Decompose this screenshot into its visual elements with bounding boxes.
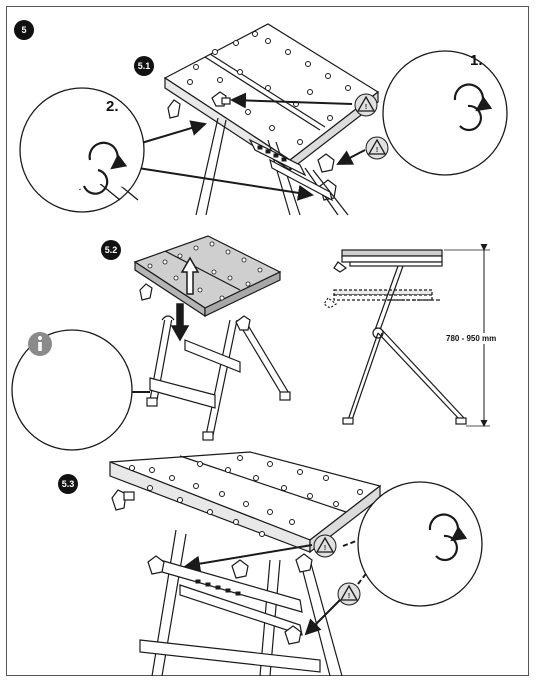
rotate-arrow-icon (428, 513, 468, 542)
clamp-knob-left (167, 99, 181, 119)
section-5-1-illustration (163, 23, 380, 216)
svg-text:!: ! (324, 545, 326, 552)
height-dimension-label: 780 - 950 mm (444, 333, 499, 344)
rotate-arrow-icon (453, 83, 493, 112)
warning-triangle-icon: ! (365, 136, 389, 160)
warning-triangle-icon: ! (337, 582, 361, 606)
step-badge-5: 5 (14, 20, 34, 40)
page-frame (6, 6, 529, 676)
height-adjust-arrows (170, 256, 200, 342)
svg-text:!: ! (365, 104, 367, 111)
svg-text:!: ! (376, 147, 378, 154)
side-view-height (323, 244, 490, 427)
section-5-3-illustration (109, 451, 382, 677)
clamp-knob-left (111, 489, 127, 511)
rotate-arrow-icon (88, 141, 128, 170)
step-badge-5-2: 5.2 (101, 240, 121, 260)
section-5-2-workbench (133, 235, 291, 441)
callout-detail-3 (357, 481, 486, 607)
warning-triangle-icon: ! (354, 93, 378, 117)
callout-number-1: 1. (470, 52, 483, 69)
workbench-top (133, 235, 282, 309)
callout-number-2: 2. (106, 98, 119, 115)
callout-detail-2 (19, 87, 145, 213)
info-icon (28, 332, 52, 356)
callout-detail-1 (382, 50, 508, 180)
callout-detail-info (11, 329, 150, 451)
section-5-1-arrows (137, 92, 366, 201)
step-badge-5-3: 5.3 (58, 474, 78, 494)
warning-triangle-icon: ! (313, 534, 337, 558)
step-badge-5-1: 5.1 (134, 56, 154, 76)
svg-text:!: ! (348, 593, 350, 600)
workbench-top (163, 23, 380, 161)
clamp-knob-right (317, 153, 335, 173)
